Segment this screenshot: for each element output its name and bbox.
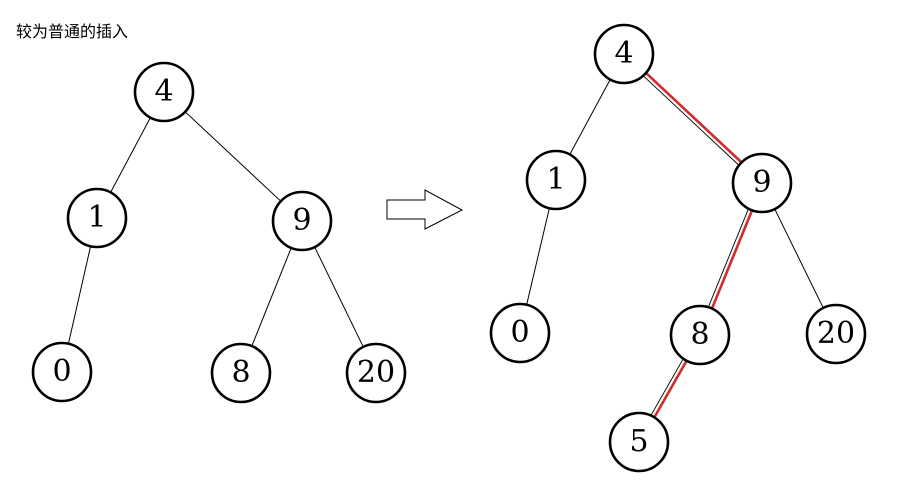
node-label: 1	[87, 200, 106, 235]
edge-l4-l1	[110, 117, 151, 193]
node-r1: 1	[525, 149, 587, 211]
node-circle	[525, 149, 587, 211]
edge-l9-l8	[251, 247, 292, 347]
node-r4: 4	[593, 23, 655, 85]
node-l4: 4	[133, 61, 195, 123]
node-r9: 9	[731, 152, 793, 214]
node-r20: 20	[805, 303, 867, 365]
node-r5: 5	[608, 411, 670, 473]
node-l0: 0	[31, 341, 93, 403]
node-circle	[731, 152, 793, 214]
node-circle	[31, 341, 93, 403]
node-label: 8	[231, 355, 250, 390]
edge-r1-r0	[526, 208, 550, 305]
node-circle	[669, 304, 731, 366]
node-label: 1	[546, 162, 565, 197]
edge-r4-r1	[569, 79, 611, 155]
edge-r4-r9-shadow	[642, 75, 740, 166]
edge-r9-r20	[774, 208, 824, 309]
node-l1: 1	[66, 187, 128, 249]
node-r8: 8	[669, 304, 731, 366]
node-circle	[271, 190, 333, 252]
nodes-layer: 4 1 9 0 8 20 4 1 9 0 8 20 5	[31, 23, 867, 473]
node-circle	[608, 411, 670, 473]
node-circle	[489, 302, 551, 364]
node-label: 20	[357, 355, 395, 390]
node-circle	[805, 303, 867, 365]
node-l20: 20	[345, 342, 407, 404]
node-r0: 0	[489, 302, 551, 364]
edge-r8-r5-highlight	[653, 360, 688, 419]
node-label: 9	[752, 165, 771, 200]
edge-r9-r8-shadow	[707, 208, 749, 308]
edges-layer	[67, 72, 824, 419]
edge-r4-r9-highlight	[645, 72, 743, 164]
node-circle	[345, 342, 407, 404]
node-label: 8	[690, 317, 709, 352]
node-l8: 8	[210, 342, 272, 404]
arrow-right-icon	[386, 189, 464, 230]
edge-r8-r5-shadow	[650, 358, 684, 416]
node-circle	[66, 187, 128, 249]
edge-l1-l0	[67, 246, 92, 344]
edge-l9-l20	[314, 246, 364, 348]
edge-r9-r8-highlight	[710, 209, 754, 310]
node-label: 0	[52, 354, 71, 389]
node-label: 5	[629, 424, 648, 459]
node-circle	[593, 23, 655, 85]
node-circle	[210, 342, 272, 404]
node-label: 4	[614, 36, 633, 71]
node-label: 0	[510, 315, 529, 350]
node-l9: 9	[271, 190, 333, 252]
node-label: 9	[292, 203, 311, 238]
node-circle	[133, 61, 195, 123]
diagram-caption: 较为普通的插入	[16, 22, 129, 41]
node-label: 20	[817, 316, 855, 351]
edge-l4-l9	[184, 111, 282, 202]
node-label: 4	[154, 74, 173, 109]
